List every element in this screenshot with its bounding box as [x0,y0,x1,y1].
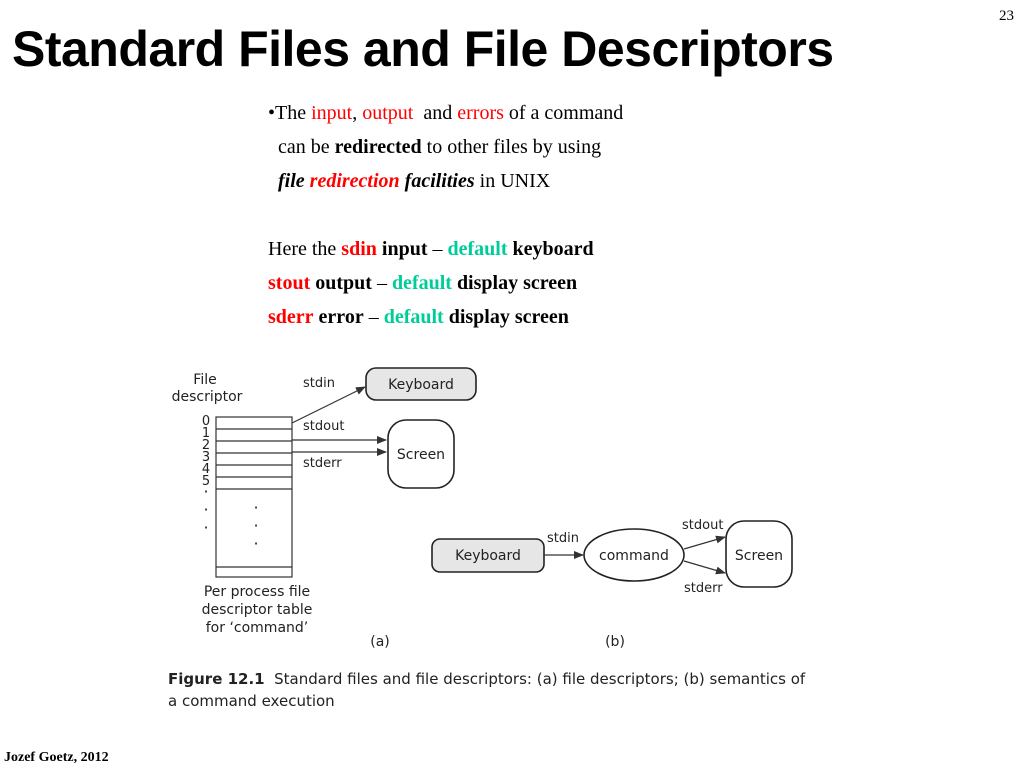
text-can-be: can be [278,136,335,158]
stderr-label: stderr [303,456,342,471]
screen-label-b: Screen [735,548,783,564]
panel-label-b: (b) [605,634,625,650]
word-redirected: redirected [334,136,422,158]
fd-index: 2 [202,438,210,453]
table-caption-line: descriptor table [202,602,313,618]
keyboard-label-b: Keyboard [455,548,521,564]
ellipsis-dot: · [253,534,258,553]
keyboard-box [365,367,477,401]
command-ellipse [583,528,685,582]
stream-name: sdin [341,238,377,260]
fd-index: 3 [202,450,210,465]
stream-device: display screen [448,306,569,328]
stream-device: display screen [456,272,578,294]
stdout-label: stdout [303,419,344,434]
fd-index: 1 [202,426,210,441]
slide-title: Standard Files and File Descriptors [12,21,834,77]
word-redirection: redirection [309,170,400,192]
table-caption: Per process file descriptor table for ‘c… [202,584,313,636]
fd-table [215,416,293,578]
stream-kind: input [381,238,428,260]
figure-caption: Figure 12.1 Standard files and file desc… [168,668,808,712]
default-word: default [447,238,508,260]
stream-kind: error [318,306,364,328]
word-input: input [311,102,353,124]
word-output: output [362,102,414,124]
command-label: command [599,548,669,564]
ellipsis-dot: · [253,516,258,535]
dash: – [371,272,392,294]
screen-box-a [387,419,455,489]
text-to-other-files: to other files by using [421,136,602,158]
fd-index: · [203,500,208,519]
figure-caption-label: Figure 12.1 [168,670,265,688]
fd-index: · [203,518,208,537]
dash: – [363,306,384,328]
screen-box-b [725,520,793,588]
default-line-stdin: Here the sdin input – default keyboard [268,232,623,266]
text-here-the: Here the [268,238,342,260]
word-facilities: facilities [404,170,475,192]
panel-label-a: (a) [370,634,390,650]
stdin-label: stdin [303,376,335,391]
stdin-label-b: stdin [547,531,579,546]
default-line-stdout: stout output – default display screen [268,266,623,300]
text-of-command: of a command [503,102,624,124]
default-line-stderr: sderr error – default display screen [268,300,623,334]
figure-diagram: File descriptor 0 1 2 3 4 5 · · · · · · … [172,367,793,650]
comma: , [352,102,358,124]
text-and: and [413,102,458,124]
screen-label-a: Screen [397,447,445,463]
fd-index: 4 [202,462,210,477]
stderr-label-b: stderr [684,581,723,596]
keyboard-label: Keyboard [388,377,454,393]
fd-table-ellipsis: · · · [253,498,258,553]
footer-author: Jozef Goetz, 2012 [4,750,109,765]
bullet-line-2: can be redirected to other files by usin… [268,130,623,164]
stdout-label-b: stdout [682,518,723,533]
table-caption-line: for ‘command’ [206,620,308,636]
stream-kind: output [315,272,372,294]
default-word: default [391,272,452,294]
stdout-arrow-b [683,535,726,550]
bullet-block: •The input, output and errors of a comma… [268,96,623,334]
text-the: •The [268,102,312,124]
stream-name: stout [268,272,311,294]
figure-caption-text: Standard files and file descriptors: (a)… [168,670,806,710]
fd-indices: 0 1 2 3 4 5 · · · [202,414,210,537]
stdin-arrow [291,386,366,424]
bullet-line-1: •The input, output and errors of a comma… [268,96,623,130]
fd-index: 5 [202,474,210,489]
word-errors: errors [457,102,504,124]
fd-label-line1: File [193,372,216,388]
stderr-arrow-b [683,560,726,575]
default-word: default [383,306,444,328]
fd-index: · [203,482,208,501]
slide-number: 23 [999,8,1014,24]
table-caption-line: Per process file [204,584,310,600]
stream-name: sderr [268,306,314,328]
fd-label-line2: descriptor [172,389,243,405]
ellipsis-dot: · [253,498,258,517]
dash: – [427,238,448,260]
text-in-unix: in UNIX [474,170,551,192]
bullet-line-3: file redirection facilities in UNIX [268,164,623,198]
stream-device: keyboard [512,238,594,260]
word-file: file [278,170,305,192]
fd-index: 0 [202,414,210,429]
